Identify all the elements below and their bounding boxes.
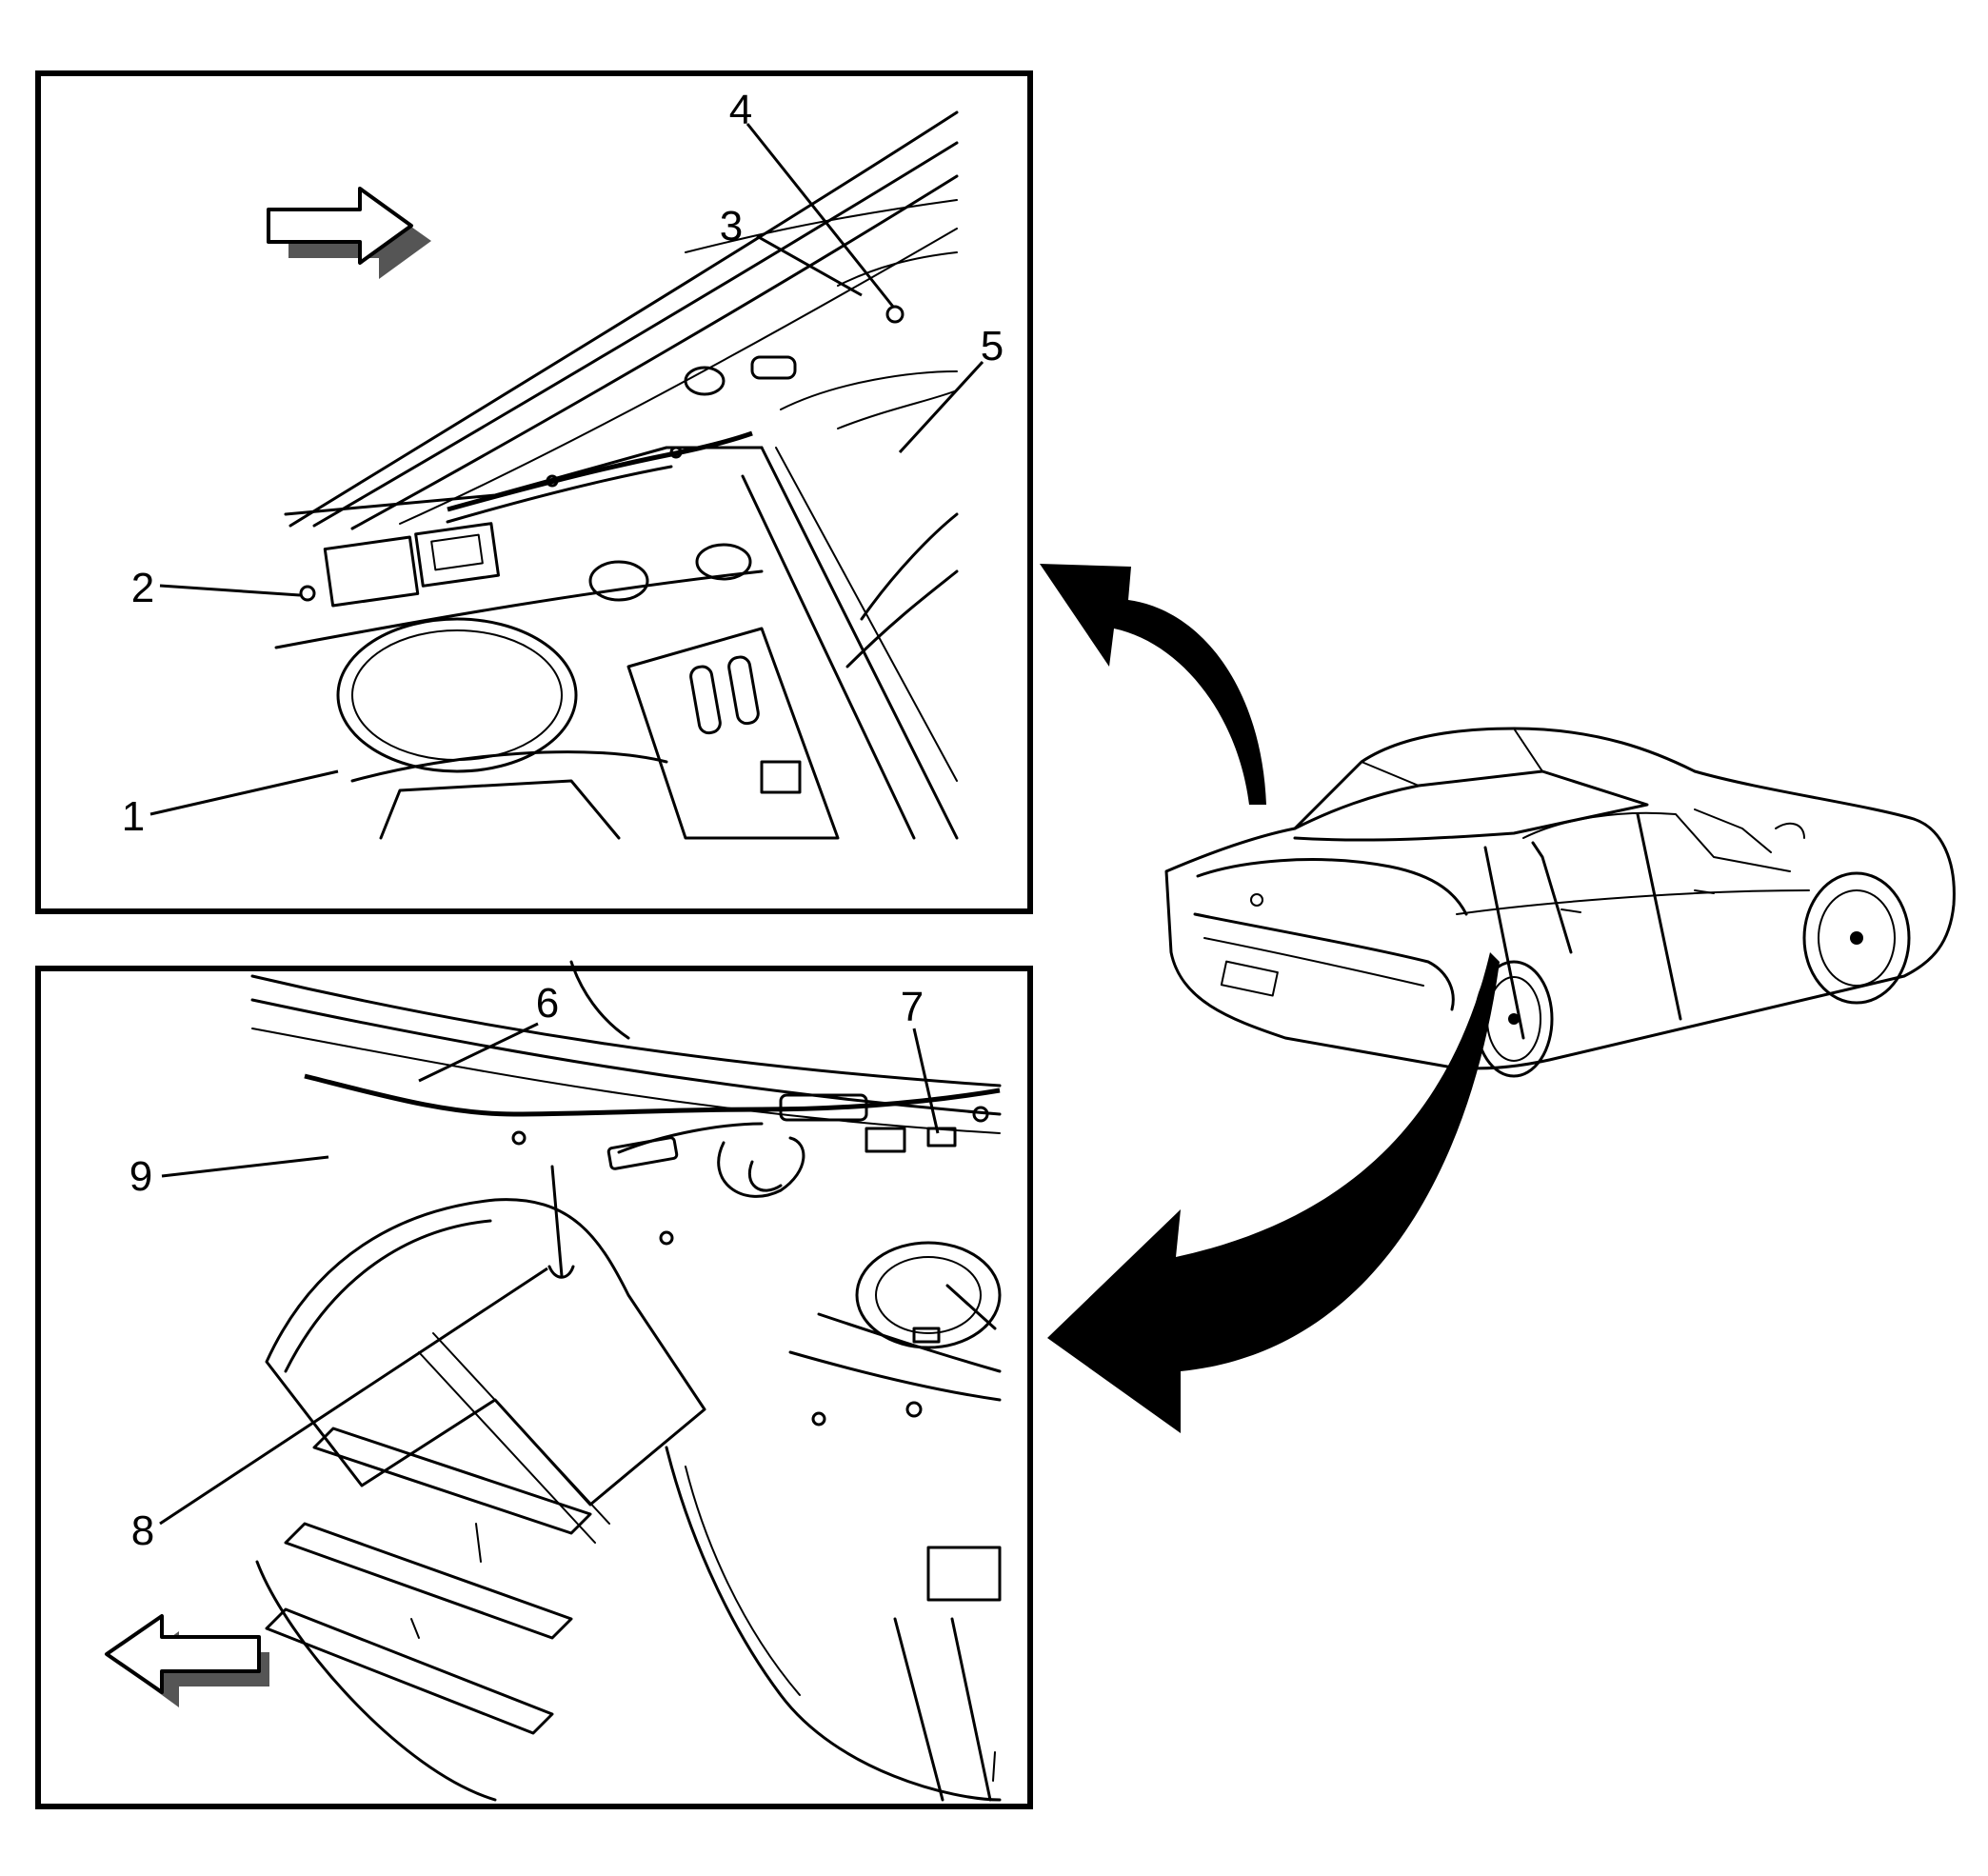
trunk-compartment-line-art: [250, 960, 1002, 1802]
callout-7: 7: [901, 984, 924, 1030]
bottom-leader-lines: [159, 1022, 940, 1526]
callout-2: 2: [131, 565, 154, 611]
bottom-detail-panel: 6 7 9 8: [35, 960, 1033, 1809]
callout-4: 4: [729, 87, 752, 133]
callout-9: 9: [129, 1153, 152, 1200]
vehicle-sedan-illustration: [1164, 727, 1956, 1078]
callout-1: 1: [122, 793, 145, 840]
callout-6: 6: [536, 980, 559, 1027]
rear-wheel: [1474, 960, 1554, 1078]
callout-5: 5: [981, 323, 1004, 369]
callout-8: 8: [131, 1507, 154, 1554]
callout-3: 3: [720, 203, 743, 249]
left-arrow-icon: [105, 1614, 269, 1707]
front-wheel: [1802, 871, 1911, 1005]
top-leader-lines: [149, 123, 984, 816]
curved-arrow-down-icon: [1047, 952, 1500, 1433]
top-detail-panel: 1 2 3 4 5: [35, 70, 1033, 914]
rear-compartment-line-art: [274, 110, 959, 840]
right-arrow-icon: [267, 187, 431, 279]
curved-arrow-up-icon: [1040, 564, 1266, 805]
